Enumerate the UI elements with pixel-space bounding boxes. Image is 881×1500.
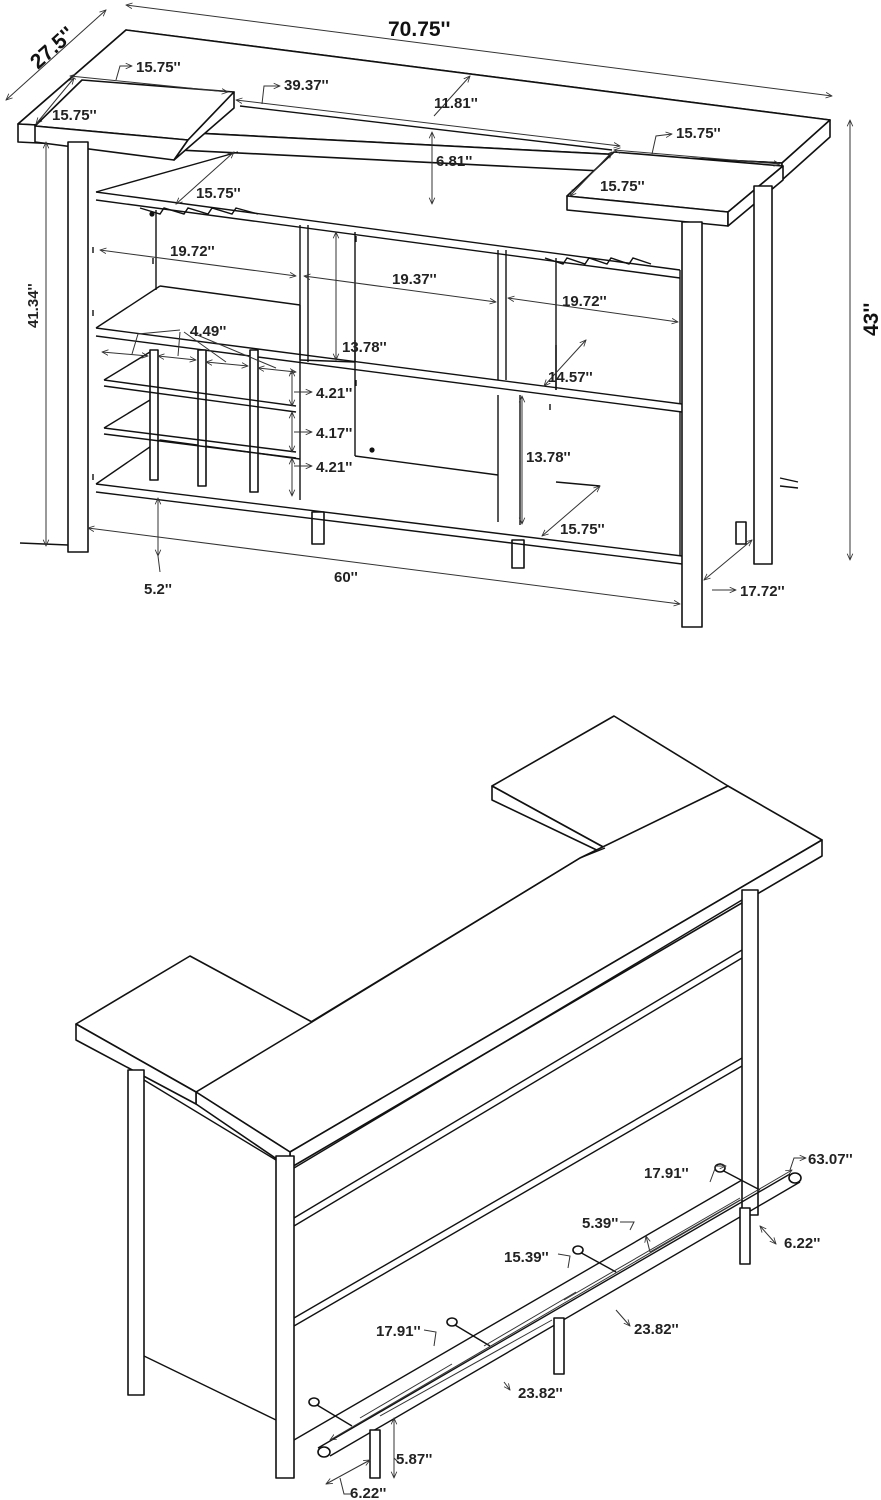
front-dimension-lines	[6, 5, 850, 604]
top-center-d-label: 11.81''	[434, 95, 478, 112]
post-spacing-2-label: 23.82''	[518, 1385, 563, 1402]
top-right-ext-w-label: 15.75''	[676, 125, 721, 142]
rail-seg-a-label: 17.91''	[644, 1165, 689, 1182]
front-view: 27.5'' 70.75'' 43'' 41.34'' 15.75'' 15.7…	[6, 5, 881, 628]
shelf-depth-label: 14.57''	[548, 369, 593, 386]
top-left-ext-d-label: 15.75''	[52, 107, 97, 124]
back-countertop	[75, 715, 823, 1169]
wine-row2-h-label: 4.17''	[316, 425, 352, 442]
front-dimension-labels: 27.5'' 70.75'' 43'' 41.34'' 15.75'' 15.7…	[25, 18, 881, 600]
rail-total-label: 63.07''	[808, 1151, 853, 1168]
base-clearance-label: 5.2''	[144, 581, 172, 598]
back-cabinet-body	[127, 889, 759, 1479]
front-cabinet-body	[19, 151, 683, 565]
rail-offset-right-label: 6.22''	[784, 1235, 820, 1252]
rail-gap-label: 5.39''	[582, 1215, 618, 1232]
top-right-ext-d-label: 15.75''	[600, 178, 645, 195]
cubby-right-w-label: 19.72''	[562, 293, 607, 310]
side-depth-label: 17.72''	[740, 583, 785, 600]
overall-width-label: 70.75''	[388, 18, 451, 41]
foot-rail	[308, 1163, 802, 1479]
wine-row1-h-label: 4.21''	[316, 385, 352, 402]
front-legs	[67, 141, 799, 628]
top-left-ext-w-label: 15.75''	[136, 59, 181, 76]
rail-height-label: 5.87''	[396, 1451, 432, 1468]
back-view: 63.07'' 17.91'' 5.39'' 6.22'' 15.39'' 23…	[75, 715, 853, 1500]
overall-depth-label: 27.5''	[26, 23, 79, 74]
cubby-h-top-label: 13.78''	[342, 339, 387, 356]
rail-seg-b-label: 15.39''	[504, 1249, 549, 1266]
wine-cell-w-label: 4.49''	[190, 323, 226, 340]
back-dimension-lines	[326, 1158, 806, 1495]
base-width-label: 60''	[334, 569, 358, 586]
post-spacing-1-label: 23.82''	[634, 1321, 679, 1338]
leg-height-label: 41.34''	[25, 283, 42, 328]
cubby-left-w-label: 19.72''	[170, 243, 215, 260]
wine-row3-h-label: 4.21''	[316, 459, 352, 476]
cubby-h-bottom-label: 13.78''	[526, 449, 571, 466]
glass-rack-label: 15.75''	[196, 185, 241, 202]
top-center-len-label: 39.37''	[284, 77, 329, 94]
back-dimension-labels: 63.07'' 17.91'' 5.39'' 6.22'' 15.39'' 23…	[350, 1151, 853, 1500]
bottom-shelf-d-label: 15.75''	[560, 521, 605, 538]
overall-height-label: 43''	[860, 303, 881, 336]
rail-seg-c-label: 17.91''	[376, 1323, 421, 1340]
rail-offset-left-label: 6.22''	[350, 1485, 386, 1500]
cubby-mid-w-label: 19.37''	[392, 271, 437, 288]
upper-gap-label: 6.81''	[436, 153, 472, 170]
